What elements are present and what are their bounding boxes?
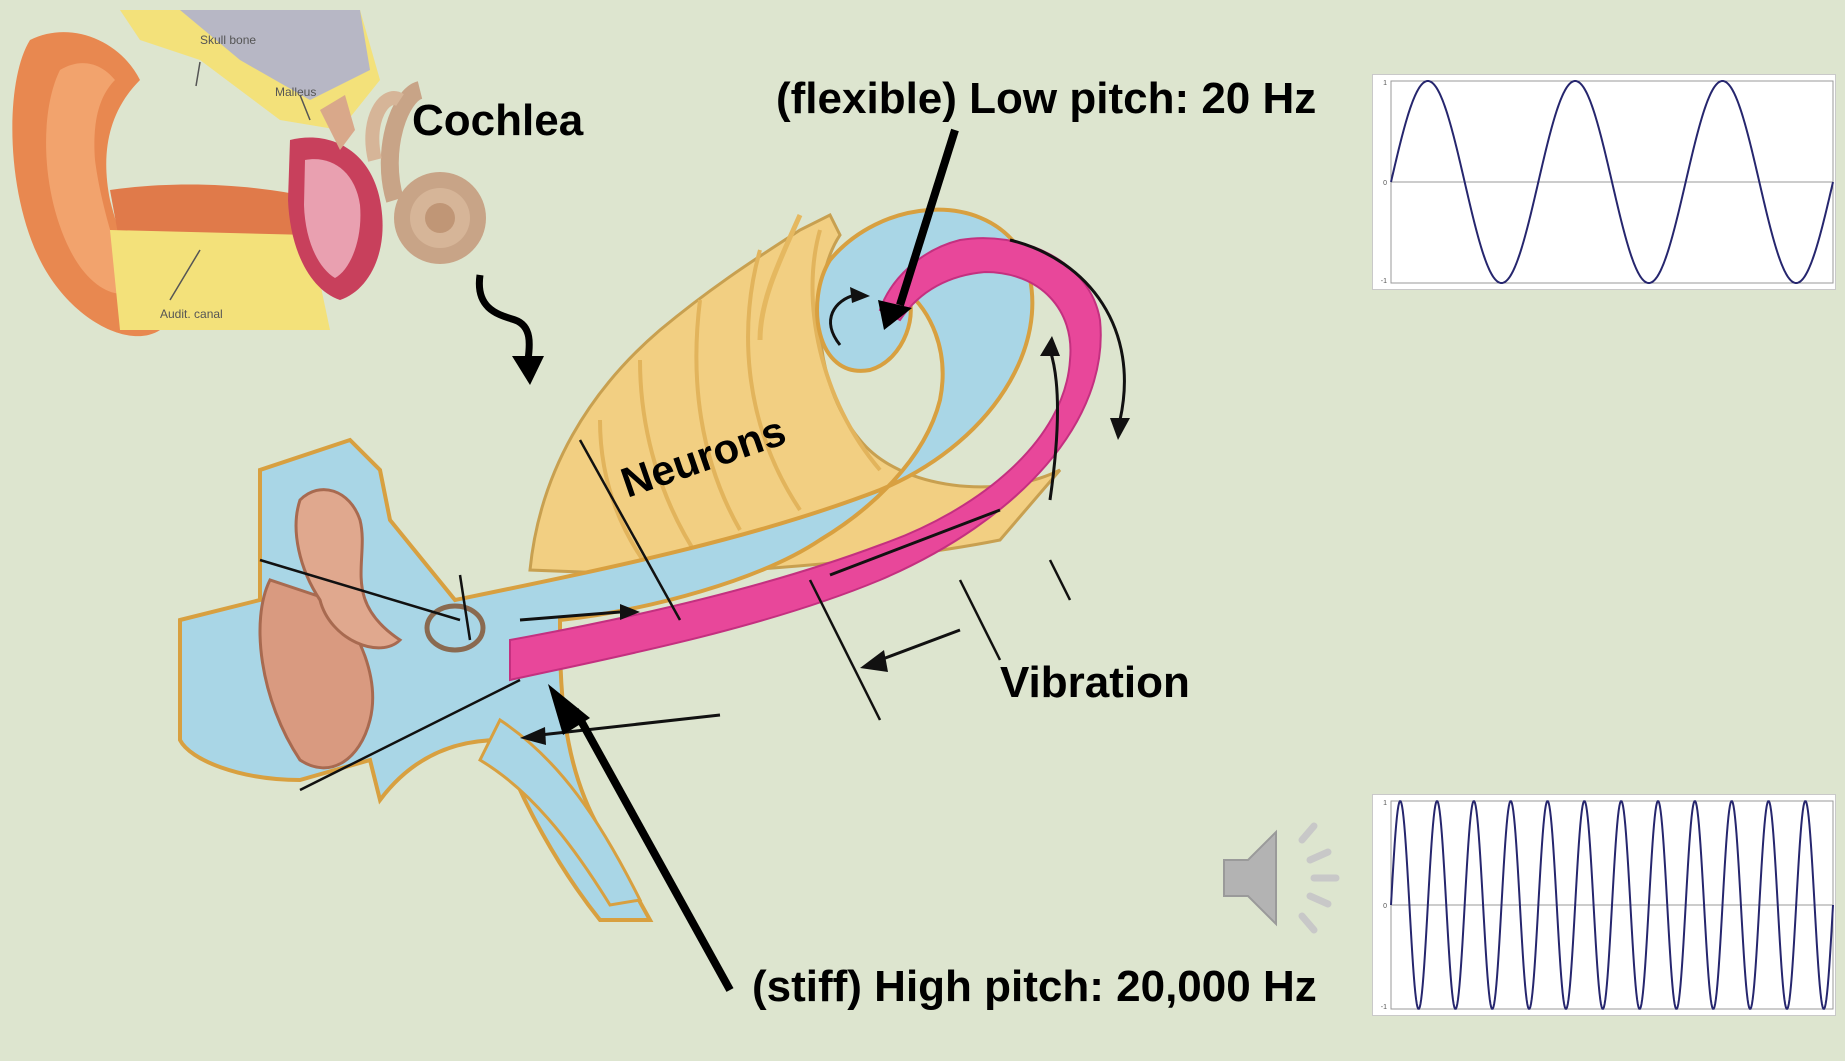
y-tick-label: 1 xyxy=(1383,80,1387,87)
high-pitch-label: (stiff) High pitch: 20,000 Hz xyxy=(752,962,1317,1012)
pointer-arrows xyxy=(0,0,1200,1000)
high-pitch-arrow xyxy=(575,710,730,990)
y-tick-label: 0 xyxy=(1383,180,1387,187)
y-tick-label: -1 xyxy=(1381,278,1387,285)
low-pitch-arrow xyxy=(900,130,955,305)
low-pitch-label: (flexible) Low pitch: 20 Hz xyxy=(776,74,1316,124)
y-tick-label: -1 xyxy=(1381,1004,1387,1011)
y-tick-label: 1 xyxy=(1383,800,1387,807)
high-frequency-wave-plot: 1 0 -1 xyxy=(1372,794,1836,1016)
high-frequency-wave-svg: 1 0 -1 xyxy=(1373,795,1835,1015)
low-frequency-wave-svg: 1 0 -1 xyxy=(1373,75,1835,289)
y-tick-label: 0 xyxy=(1383,903,1387,910)
low-frequency-wave-plot: 1 0 -1 xyxy=(1372,74,1836,290)
cochlea-label: Cochlea xyxy=(412,96,583,146)
vibration-label: Vibration xyxy=(1000,658,1190,708)
speaker-icon[interactable] xyxy=(1218,818,1346,938)
